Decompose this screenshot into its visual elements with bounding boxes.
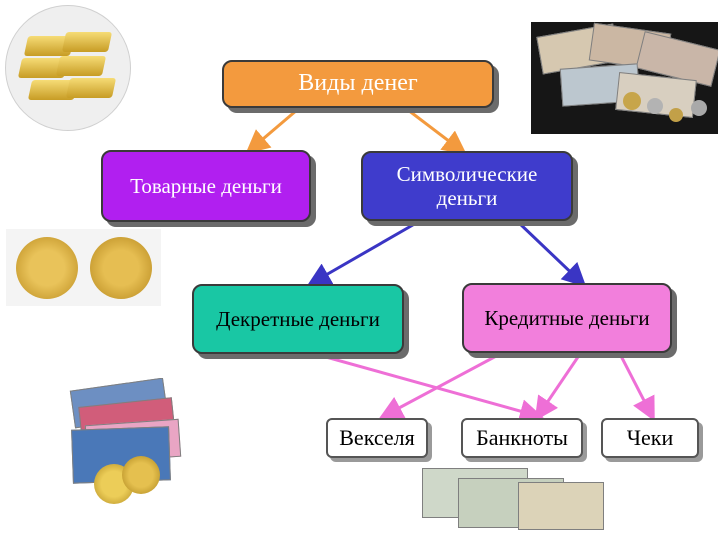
node-banknotes: Банкноты <box>461 418 583 458</box>
node-fiat-money-label: Декретные деньги <box>216 306 380 331</box>
node-fiat-money: Декретные деньги <box>192 284 404 354</box>
arrow-credit-to-checks <box>618 353 655 422</box>
node-checks: Чеки <box>601 418 699 458</box>
node-banknotes-label: Банкноты <box>476 425 568 451</box>
node-bills-of-exchange-label: Векселя <box>339 425 415 451</box>
node-credit-money: Кредитные деньги <box>462 283 672 353</box>
node-checks-label: Чеки <box>626 425 674 451</box>
gold-coins-image <box>6 229 161 306</box>
arrow-symbolic-to-fiat <box>306 220 419 286</box>
arrow-root-to-symbolic <box>407 108 467 155</box>
node-commodity-money: Товарные деньги <box>101 150 311 222</box>
node-money-types: Виды денег <box>222 60 494 108</box>
currency-notes-image <box>66 378 206 528</box>
arrow-root-to-commodity <box>245 108 298 154</box>
arrow-credit-to-banknotes <box>534 353 582 421</box>
dollar-yen-banknotes-image <box>418 460 608 536</box>
arrow-credit-to-bills <box>378 352 501 419</box>
arrow-fiat-to-banknotes <box>307 350 544 423</box>
node-credit-money-label: Кредитные деньги <box>484 305 650 330</box>
node-money-types-label: Виды денег <box>298 70 418 97</box>
node-commodity-money-label: Товарные деньги <box>130 173 282 198</box>
rubles-banknotes-image <box>531 22 718 134</box>
node-symbolic-money: Символические деньги <box>361 151 573 221</box>
node-symbolic-money-label: Символические деньги <box>396 161 538 210</box>
gold-bars-image <box>5 5 131 131</box>
node-bills-of-exchange: Векселя <box>326 418 428 458</box>
arrow-symbolic-to-credit <box>516 220 587 288</box>
